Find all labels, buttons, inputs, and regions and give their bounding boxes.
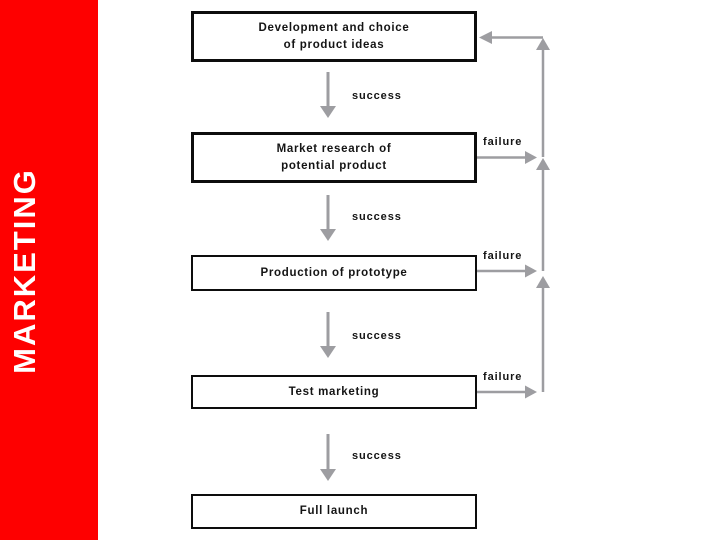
feedback-return-head xyxy=(479,31,492,44)
flow-step-label: Market research of potential product xyxy=(276,142,392,172)
failure-arrow-3-head xyxy=(525,385,537,399)
flow-step-prototype: Production of prototype xyxy=(191,255,477,291)
failure-label-2: failure xyxy=(483,250,523,262)
failure-label-3: failure xyxy=(483,371,523,383)
success-arrow-1-head xyxy=(320,106,336,118)
failure-arrow-2-head xyxy=(525,264,537,278)
success-label-1: success xyxy=(352,90,402,102)
flow-step-product-ideas: Development and choice of product ideas xyxy=(191,11,477,62)
flow-step-label: Production of prototype xyxy=(260,266,408,279)
success-arrow-3-head xyxy=(320,346,336,358)
success-arrow-2-head xyxy=(320,229,336,241)
flow-step-label: Full launch xyxy=(299,505,369,518)
sidebar-title: MARKETING xyxy=(7,168,42,374)
feedback-lower-head xyxy=(536,276,550,288)
flow-step-test-marketing: Test marketing xyxy=(191,375,477,409)
flow-step-label: Development and choice of product ideas xyxy=(258,21,410,51)
marketing-sidebar: MARKETING xyxy=(0,0,98,540)
feedback-middle-head xyxy=(536,158,550,170)
success-label-4: success xyxy=(352,450,402,462)
success-label-2: success xyxy=(352,211,402,223)
feedback-upper-head xyxy=(536,38,550,50)
failure-label-1: failure xyxy=(483,136,523,148)
flow-step-market-research: Market research of potential product xyxy=(191,132,477,183)
success-label-3: success xyxy=(352,330,402,342)
flow-step-full-launch: Full launch xyxy=(191,494,477,529)
flow-step-label: Test marketing xyxy=(288,385,380,398)
failure-arrow-1-head xyxy=(525,151,537,164)
success-arrow-4-head xyxy=(320,469,336,481)
